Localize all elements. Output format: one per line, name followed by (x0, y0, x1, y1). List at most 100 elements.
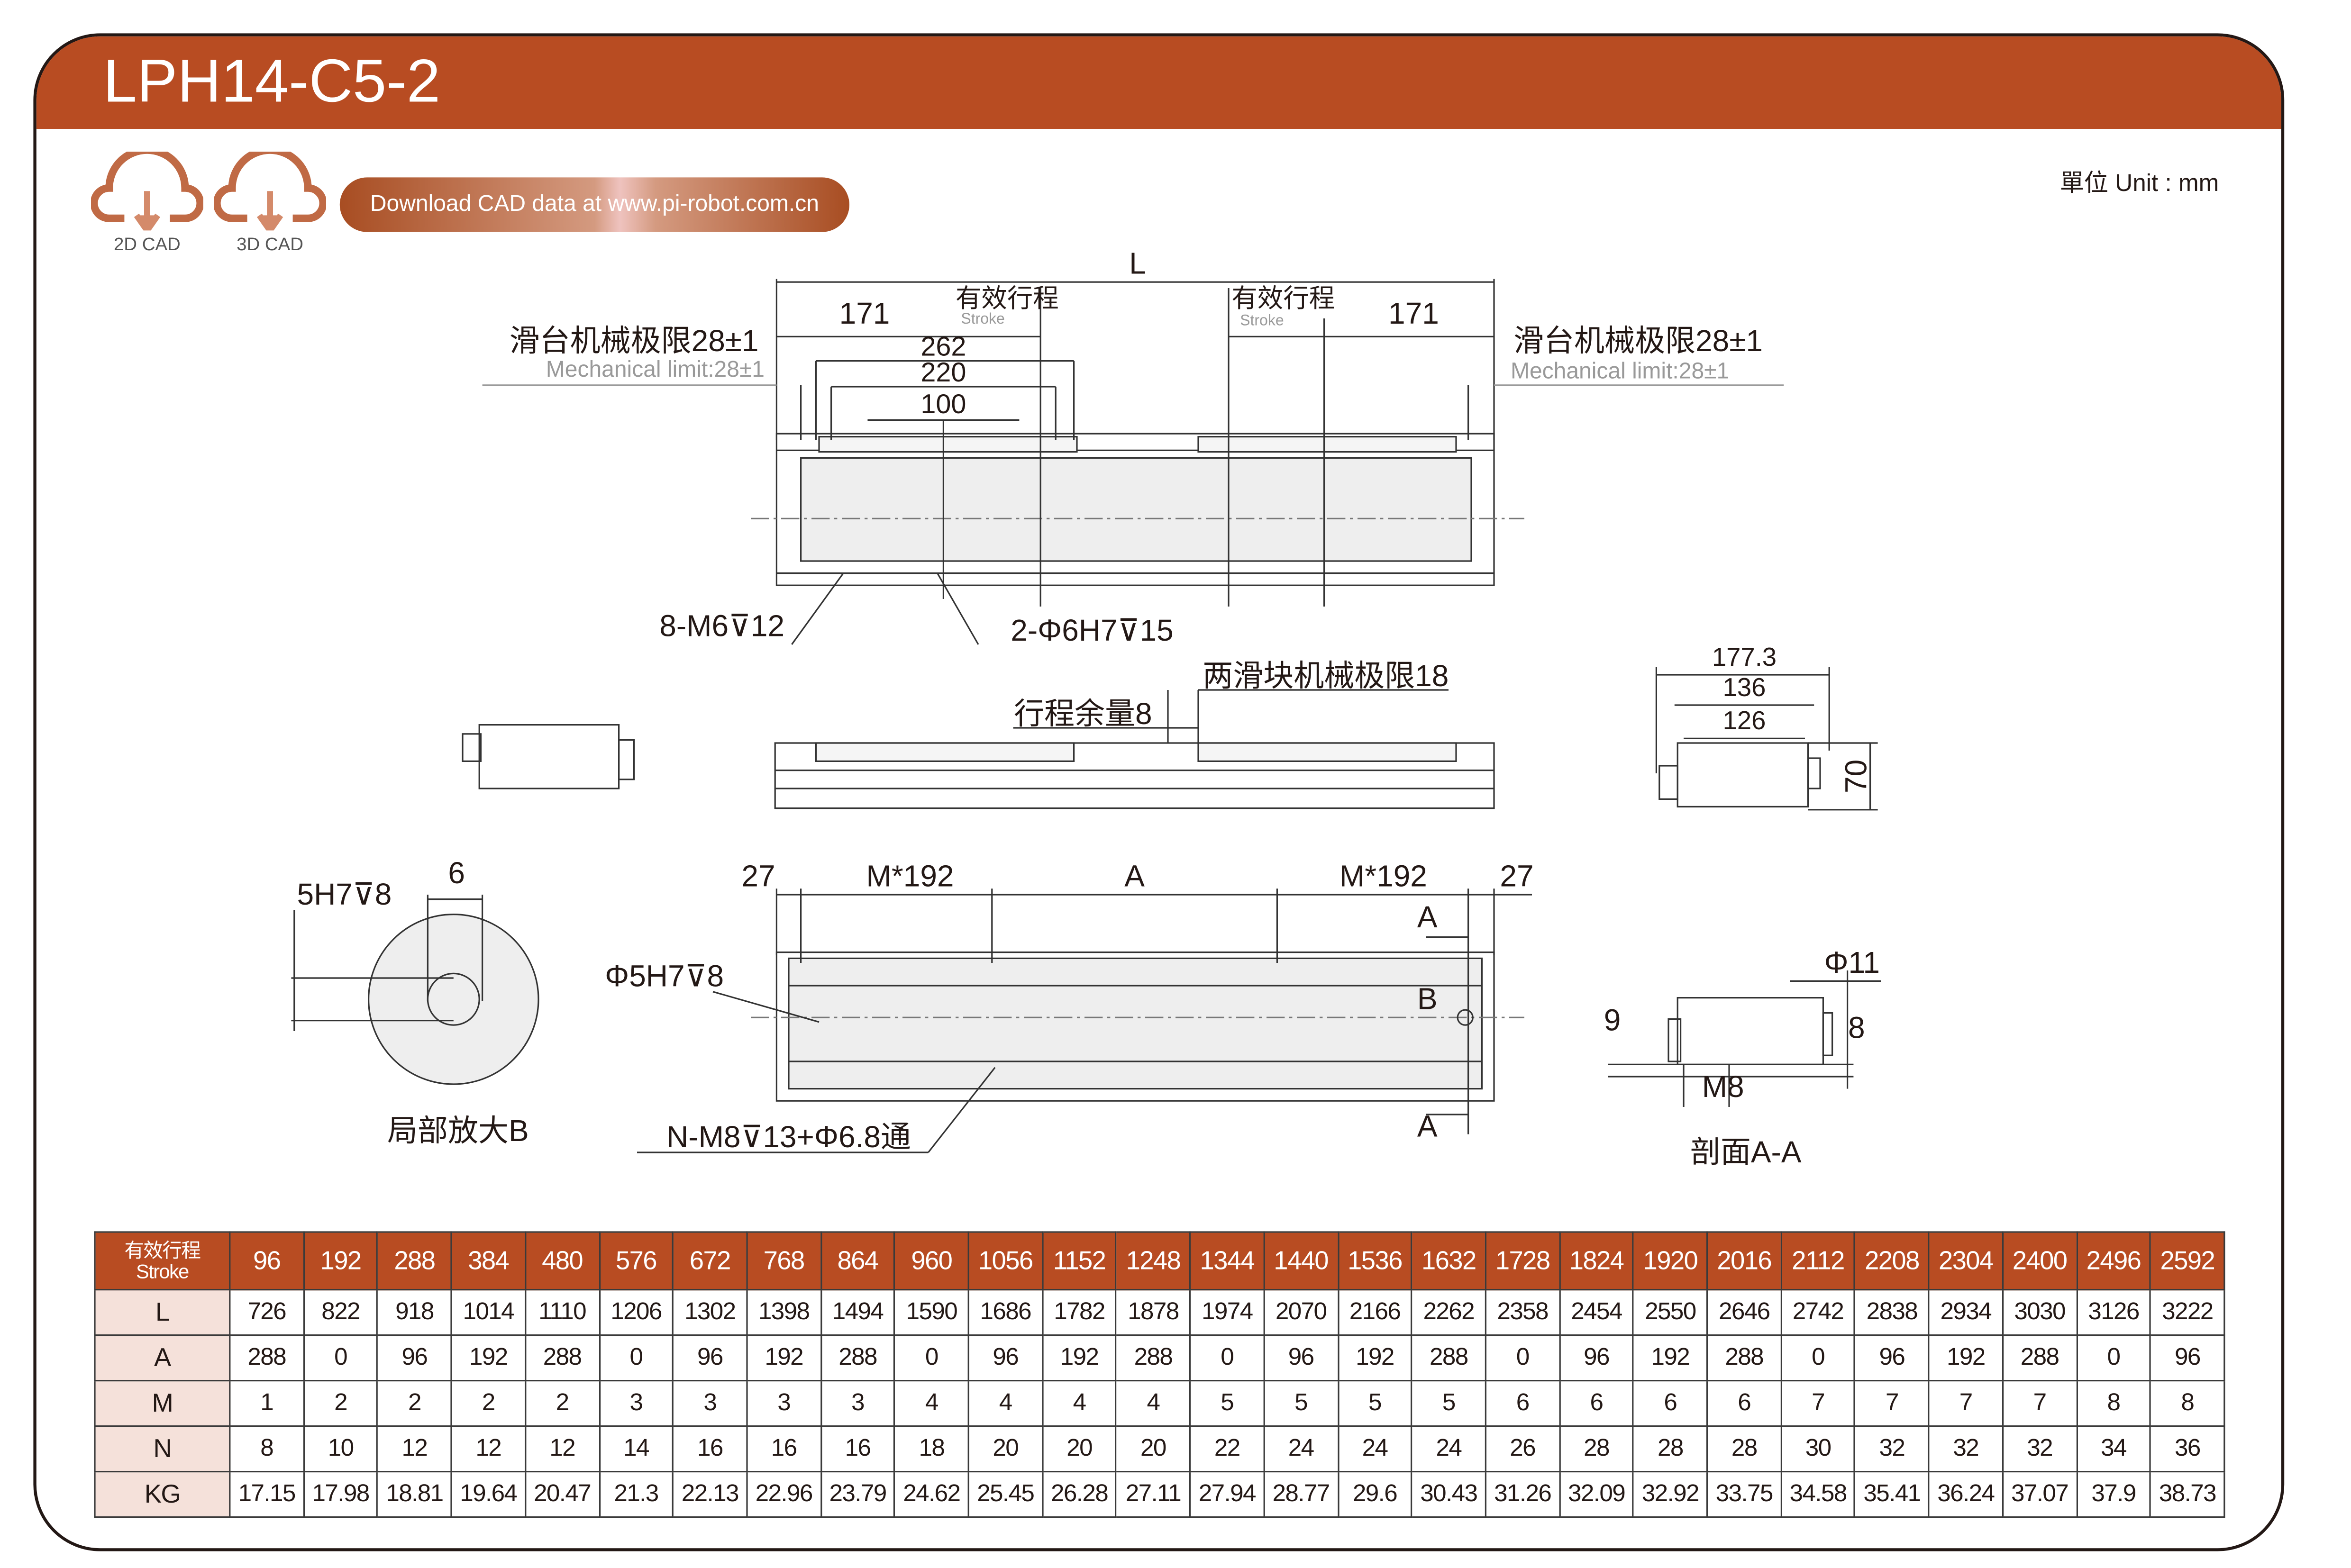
table-cell: 726 (229, 1289, 305, 1336)
dim-171-left: 171 (839, 298, 890, 332)
table-cell: 19.64 (450, 1471, 526, 1518)
table-cell: 31.26 (1485, 1471, 1560, 1518)
download-cad-link[interactable]: Download CAD data at www.pi-robot.com.cn (339, 177, 849, 232)
stroke-cell: 864 (820, 1231, 896, 1291)
table-cell: 2742 (1780, 1289, 1856, 1336)
cloud-download-icon (91, 152, 203, 231)
table-cell: 4 (1115, 1380, 1191, 1427)
stroke-cell: 1152 (1041, 1231, 1117, 1291)
dim-70: 70 (1841, 759, 1874, 793)
table-cell: 8 (2076, 1380, 2151, 1427)
table-cell: 3 (746, 1380, 822, 1427)
row-label: L (94, 1289, 231, 1336)
dim-220: 220 (920, 357, 966, 388)
table-cell: 4 (967, 1380, 1043, 1427)
table-cell: 192 (450, 1334, 526, 1382)
stroke-cn-right: 有效行程 (1231, 284, 1335, 313)
table-cell: 10 (303, 1425, 379, 1473)
table-cell: 22 (1189, 1425, 1265, 1473)
stroke-cell: 1632 (1411, 1231, 1486, 1291)
dim-L: L (1129, 248, 1146, 281)
table-cell: 34 (2076, 1425, 2151, 1473)
detail-mark-b: B (1417, 983, 1438, 1017)
table-cell: 96 (967, 1334, 1043, 1382)
table-cell: 12 (376, 1425, 452, 1473)
table-cell: 1014 (450, 1289, 526, 1336)
table-cell: 1974 (1189, 1289, 1265, 1336)
table-cell: 2454 (1558, 1289, 1634, 1336)
stroke-cell: 2016 (1706, 1231, 1782, 1291)
table-cell: 6 (1485, 1380, 1560, 1427)
stroke-cell: 960 (893, 1231, 969, 1291)
dim-m8: M8 (1702, 1071, 1744, 1105)
stroke-cell: 1344 (1189, 1231, 1265, 1291)
stroke-cell: 2496 (2076, 1231, 2151, 1291)
table-cell: 3 (820, 1380, 896, 1427)
row-label: A (94, 1334, 231, 1382)
table-cell: 32.92 (1632, 1471, 1708, 1518)
stroke-cell: 288 (376, 1231, 452, 1291)
mech-limit-cn-right: 滑台机械极限28±1 (1513, 325, 1763, 359)
table-cell: 192 (1928, 1334, 2004, 1382)
table-cell: 96 (1558, 1334, 1634, 1382)
table-cell: 20 (967, 1425, 1043, 1473)
dim-phi11: Φ11 (1824, 947, 1880, 980)
table-cell: 27.11 (1115, 1471, 1191, 1518)
top-view (482, 279, 1784, 645)
table-cell: 192 (1337, 1334, 1412, 1382)
table-cell: 26.28 (1041, 1471, 1117, 1518)
table-cell: 5 (1411, 1380, 1486, 1427)
table-cell: 2 (450, 1380, 526, 1427)
table-cell: 36.24 (1928, 1471, 2004, 1518)
table-cell: 96 (376, 1334, 452, 1382)
cloud-download-icon (214, 152, 326, 231)
stroke-cell: 768 (746, 1231, 822, 1291)
table-cell: 3 (598, 1380, 674, 1427)
table-cell: 2 (376, 1380, 452, 1427)
dim-9: 9 (1604, 1005, 1621, 1038)
3d-cad-download[interactable]: 3D CAD (214, 152, 326, 258)
table-cell: 16 (820, 1425, 896, 1473)
dim-100: 100 (920, 389, 966, 419)
dim-136: 136 (1722, 673, 1766, 702)
table-cell: 14 (598, 1425, 674, 1473)
table-cell: 2934 (1928, 1289, 2004, 1336)
table-cell: 2262 (1411, 1289, 1486, 1336)
table-cell: 6 (1632, 1380, 1708, 1427)
section-aa (1608, 970, 1881, 1107)
table-cell: 3222 (2150, 1289, 2225, 1336)
stroke-cell: 2208 (1854, 1231, 1930, 1291)
table-cell: 26 (1485, 1425, 1560, 1473)
stroke-cell: 1920 (1632, 1231, 1708, 1291)
table-cell: 12 (450, 1425, 526, 1473)
note-5h7: 5H7⊽8 (297, 879, 392, 912)
row-label: M (94, 1380, 231, 1427)
table-cell: 192 (1632, 1334, 1708, 1382)
detail-b-title: 局部放大B (387, 1115, 529, 1149)
table-cell: 21.3 (598, 1471, 674, 1518)
note-phi6: 2-Φ6H7⊽15 (1011, 615, 1174, 648)
table-cell: 3030 (2002, 1289, 2078, 1336)
mech-limit-cn-left: 滑台机械极限28±1 (509, 325, 759, 359)
stroke-en-left: Stroke (961, 311, 1005, 328)
table-cell: 2838 (1854, 1289, 1930, 1336)
table-cell: 20 (1041, 1425, 1117, 1473)
table-cell: 288 (820, 1334, 896, 1382)
2d-cad-download[interactable]: 2D CAD (91, 152, 203, 258)
stroke-cell: 2400 (2002, 1231, 2078, 1291)
dim-6: 6 (448, 857, 465, 891)
stroke-cell: 1440 (1263, 1231, 1339, 1291)
table-cell: 192 (1041, 1334, 1117, 1382)
title-band: LPH14-C5-2 (36, 36, 2281, 129)
table-cell: 0 (2076, 1334, 2151, 1382)
detail-b (291, 895, 539, 1085)
stroke-cell: 1728 (1485, 1231, 1560, 1291)
page-title: LPH14-C5-2 (103, 48, 441, 116)
dim-262: 262 (920, 331, 966, 362)
3d-cad-label: 3D CAD (237, 233, 303, 255)
table-cell: 7 (1928, 1380, 2004, 1427)
table-cell: 7 (2002, 1380, 2078, 1427)
front-view (774, 689, 1495, 809)
